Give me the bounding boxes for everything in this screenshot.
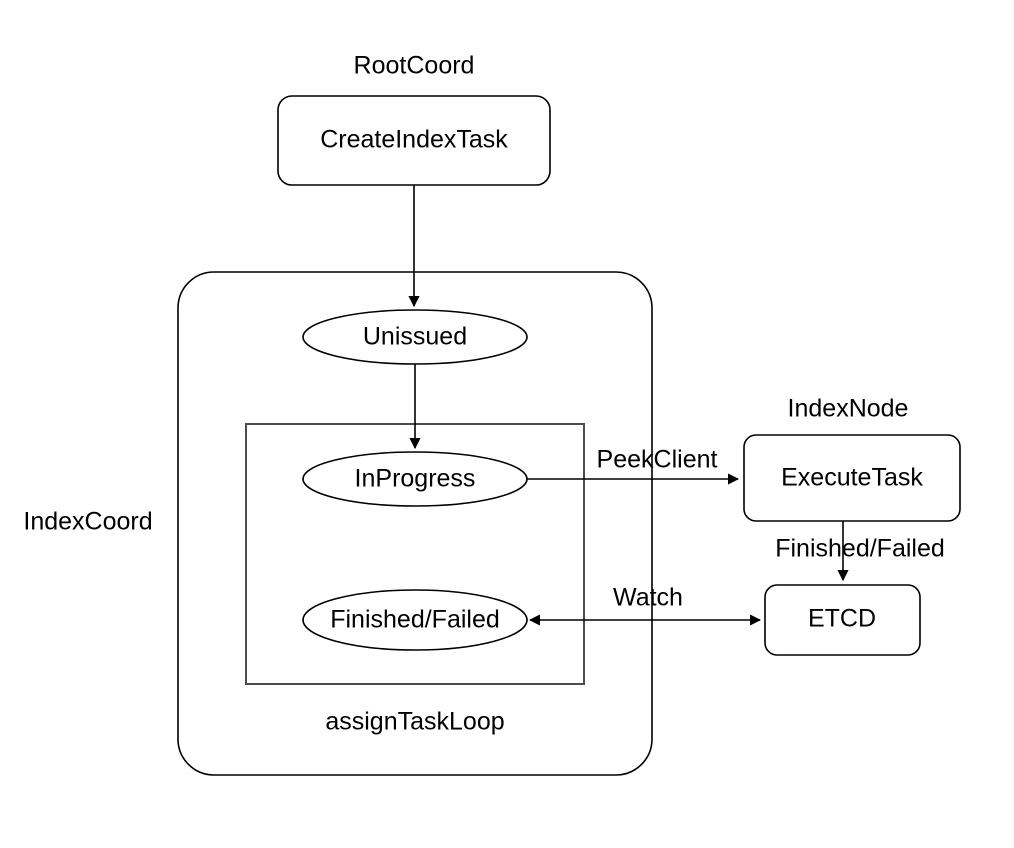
node-label-create-index-task: CreateIndexTask bbox=[320, 126, 508, 154]
node-etcd[interactable] bbox=[764, 584, 921, 656]
node-label-unissued: Unissued bbox=[363, 323, 467, 351]
node-finished-failed-state[interactable] bbox=[302, 589, 528, 651]
edge-label-finished-failed: Finished/Failed bbox=[775, 535, 945, 563]
node-label-finished-failed-state: Finished/Failed bbox=[330, 606, 500, 634]
node-label-inprogress: InProgress bbox=[355, 465, 476, 493]
group-label-indexnode: IndexNode bbox=[788, 395, 909, 423]
node-label-execute-task: ExecuteTask bbox=[781, 464, 923, 492]
edge-label-watch: Watch bbox=[613, 584, 683, 612]
container-label-indexcoord: IndexCoord bbox=[23, 508, 152, 536]
node-label-etcd: ETCD bbox=[808, 605, 876, 633]
group-label-rootcoord: RootCoord bbox=[354, 52, 475, 80]
container-indexcoord bbox=[177, 271, 653, 776]
edge-label-peekclient: PeekClient bbox=[597, 446, 718, 474]
node-execute-task[interactable] bbox=[743, 434, 961, 522]
container-label-assigntaskloop: assignTaskLoop bbox=[325, 708, 504, 736]
